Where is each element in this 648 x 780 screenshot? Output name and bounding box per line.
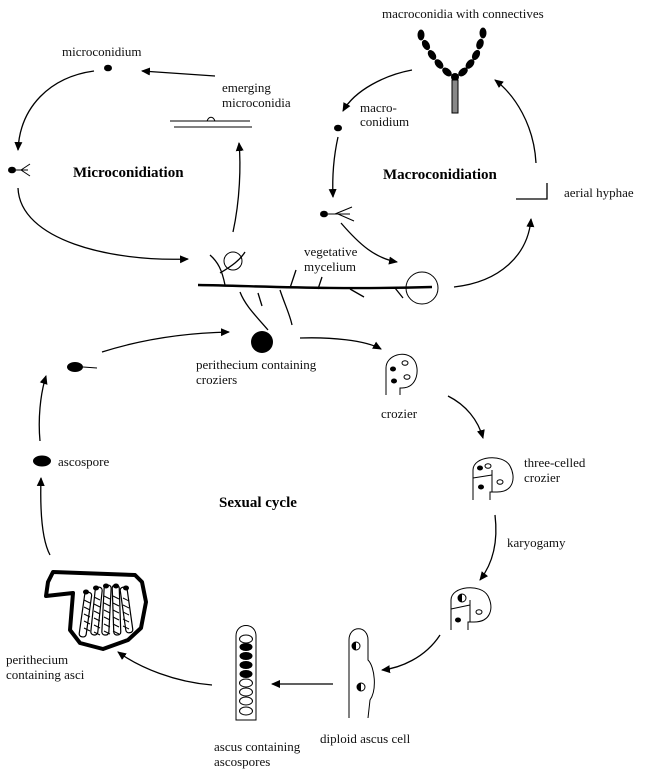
arrow-to-emerging-microconidia: [232, 142, 244, 233]
arrow-to-germinating-ascospore: [38, 375, 48, 442]
diploid-ascus-cell: [348, 628, 375, 719]
vegetative-label: vegetative: [304, 244, 358, 259]
ascospores-label: ascospores: [214, 754, 270, 769]
macroconidia-with-connectives-label: macroconidia with connectives: [382, 6, 544, 21]
sexual-cycle-title: Sexual cycle: [219, 495, 297, 511]
microconidia-label: microconidia: [222, 95, 291, 110]
arrow-microconidium-down: [14, 70, 95, 151]
perithecium-croziers-label: perithecium containing: [196, 357, 317, 372]
ascospore-label: ascospore: [58, 454, 109, 469]
ascus-with-ascospores: [235, 625, 257, 721]
microconidium-label: microconidium: [62, 44, 141, 59]
emerging-label: emerging: [222, 80, 271, 95]
mycelium-label: mycelium: [304, 259, 356, 274]
emerging-microconidia-hypha: [170, 116, 252, 128]
croziers-label: croziers: [196, 372, 237, 387]
conidium-label: conidium: [360, 114, 409, 129]
germinating-macroconidium: [320, 206, 355, 222]
arrow-to-macroconidia-chain: [494, 79, 537, 164]
macroconidiation-title: Macroconidiation: [383, 167, 498, 183]
arrow-to-crozier: [299, 337, 382, 350]
arrow-to-macroconidium: [342, 69, 413, 112]
perithecium-label: perithecium: [6, 652, 68, 667]
arrow-to-ascospore: [36, 477, 51, 556]
arrow-to-diploid-ascus: [381, 634, 441, 674]
ascospore-cell: [33, 455, 51, 467]
microconidiation-title: Microconidiation: [73, 165, 184, 181]
macroconidia-chain: [417, 27, 487, 114]
three-celled-crozier-cell: [472, 457, 514, 500]
germinating-microconidium: [8, 163, 31, 177]
arrow-to-vegetative-mycelium: [17, 187, 189, 264]
arrow-to-mycelium-right: [340, 222, 398, 265]
karyogamy-cell: [450, 587, 492, 630]
arrow-karyogamy: [479, 514, 497, 581]
aerial-hyphae-label: aerial hyphae: [564, 185, 634, 200]
diploid-ascus-cell-label: diploid ascus cell: [320, 731, 411, 746]
macro-label: macro-: [360, 100, 397, 115]
aerial-hypha: [516, 183, 548, 200]
perithecium-containing-asci: [44, 570, 148, 651]
containing-asci-label: containing asci: [6, 667, 85, 682]
arrow-macroconidium-down: [328, 136, 339, 198]
vegetative-mycelium: [197, 251, 433, 331]
crozier-label: crozier: [381, 406, 418, 421]
arrow-emerging-to-microconidium: [141, 67, 216, 77]
arrow-to-three-celled-crozier: [447, 395, 485, 439]
arrow-to-perithecium-asci: [117, 651, 213, 686]
perithecium-with-croziers: [251, 331, 273, 353]
three-celled-label: three-celled: [524, 455, 586, 470]
three-celled-crozier-label: crozier: [524, 470, 561, 485]
ascus-containing-label: ascus containing: [214, 739, 301, 754]
microconidium-cell: [104, 64, 112, 72]
macroconidium-cell: [334, 124, 342, 132]
crozier-cell: [385, 353, 418, 395]
karyogamy-label: karyogamy: [507, 535, 566, 550]
arrow-to-aerial-hyphae: [453, 218, 535, 288]
arrow-to-perithecium-croziers: [101, 328, 230, 353]
germinating-ascospore: [67, 362, 98, 372]
